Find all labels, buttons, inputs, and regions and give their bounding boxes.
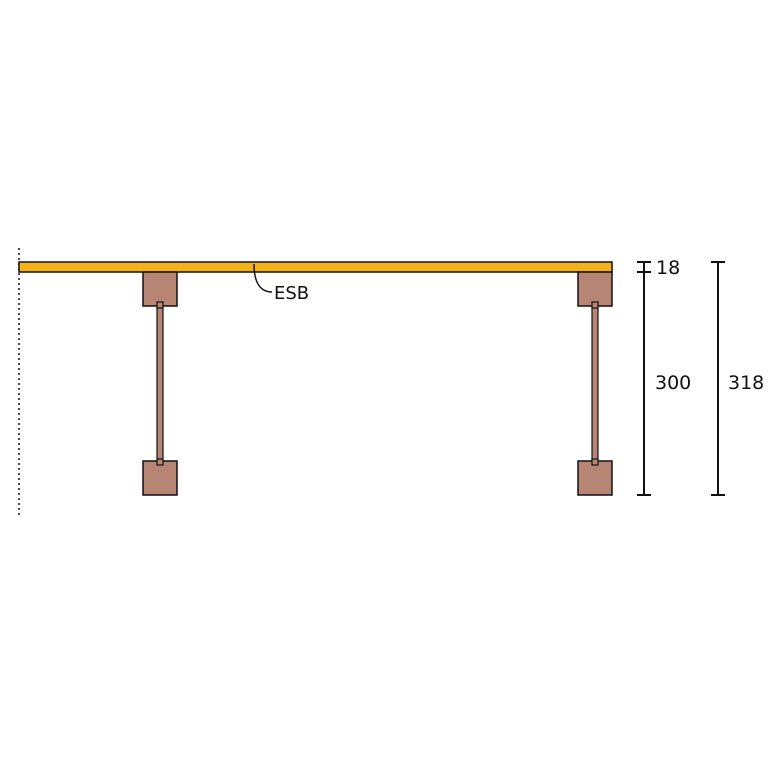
esb-board: [18, 261, 613, 273]
i-joist-left: [142, 271, 178, 496]
i-joist-right-web-bottom: [591, 458, 599, 466]
i-joist-left-bottom-flange: [142, 460, 178, 496]
i-joist-left-web-bottom: [156, 458, 164, 466]
i-joist-right: [577, 271, 613, 496]
dim-18-label: 18: [656, 257, 680, 279]
dim-300-label: 300: [655, 372, 691, 394]
esb-leader-line: [253, 263, 273, 293]
i-joist-right-bottom-flange: [577, 460, 613, 496]
esb-label: ESB: [274, 283, 309, 304]
i-joist-left-web-top: [156, 301, 164, 309]
dimension-total-height: 318: [711, 261, 764, 496]
dimension-joist-height: 300: [637, 271, 691, 496]
i-joist-left-web-fill: [156, 301, 164, 466]
i-joist-right-web-top: [591, 301, 599, 309]
i-joist-left-top-flange: [142, 271, 178, 307]
i-joist-right-web-fill: [591, 301, 599, 466]
dim-318-label: 318: [728, 372, 764, 394]
i-joist-right-top-flange: [577, 271, 613, 307]
